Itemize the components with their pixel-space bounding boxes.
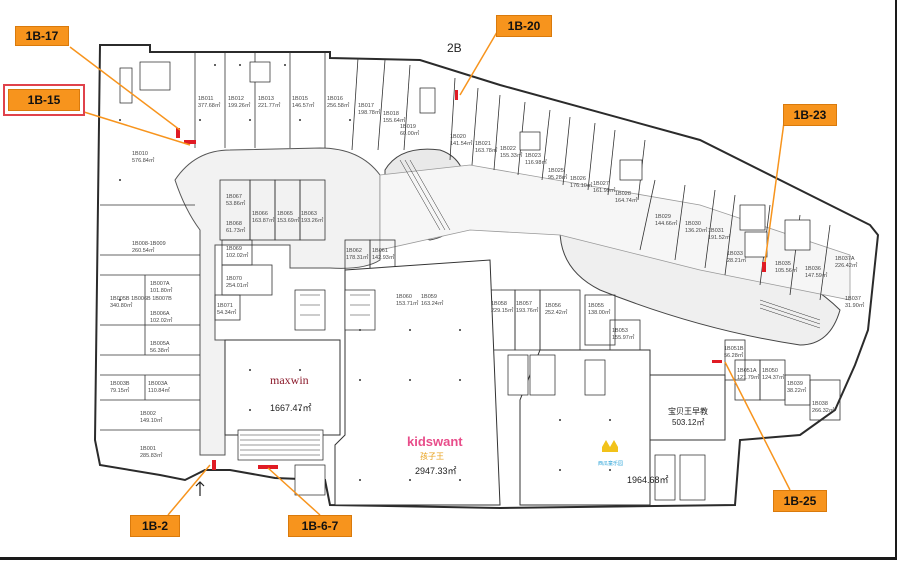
- column-dots: [119, 64, 611, 481]
- xigua-area: 1964.68㎡: [627, 475, 669, 485]
- escalator-clusters: [119, 61, 811, 501]
- maxwin-name: maxwin: [270, 373, 309, 387]
- xigua-logo-text: 西瓜童乐园: [598, 460, 623, 467]
- xigua-logo: 西瓜童乐园: [598, 440, 623, 467]
- baobei-name: 宝贝王早教: [668, 406, 708, 416]
- callout-1b-20[interactable]: 1B-20: [496, 15, 552, 37]
- callout-1b-17[interactable]: 1B-17: [15, 26, 69, 46]
- floor-label: 2B: [447, 41, 462, 55]
- baobei-store: [649, 374, 726, 441]
- kidswant-name: kidswant: [407, 434, 463, 449]
- callout-1b-2[interactable]: 1B-2: [130, 515, 180, 537]
- kidswant-cn: 孩子王: [420, 451, 444, 461]
- corridor-left: [174, 147, 381, 456]
- entrance-markers: [176, 90, 766, 470]
- baobei-area: 503.12㎡: [672, 418, 704, 427]
- escalator-hatching: [240, 159, 821, 456]
- callout-1b-25[interactable]: 1B-25: [773, 490, 827, 512]
- callout-1b-6-7[interactable]: 1B-6-7: [288, 515, 352, 537]
- callout-1b-23[interactable]: 1B-23: [783, 104, 837, 126]
- kidswant-store: [334, 259, 501, 506]
- entrance-arrow-icon: [195, 481, 205, 496]
- maxwin-store: [224, 339, 341, 436]
- left-units: [100, 204, 200, 431]
- callout-leaders: [69, 26, 791, 516]
- kidswant-area: 2947.33㎡: [415, 466, 457, 476]
- mall-corridor-band: [379, 164, 851, 301]
- callout-1b-15[interactable]: 1B-15: [3, 84, 85, 116]
- maxwin-area: 1667.47㎡: [270, 403, 312, 413]
